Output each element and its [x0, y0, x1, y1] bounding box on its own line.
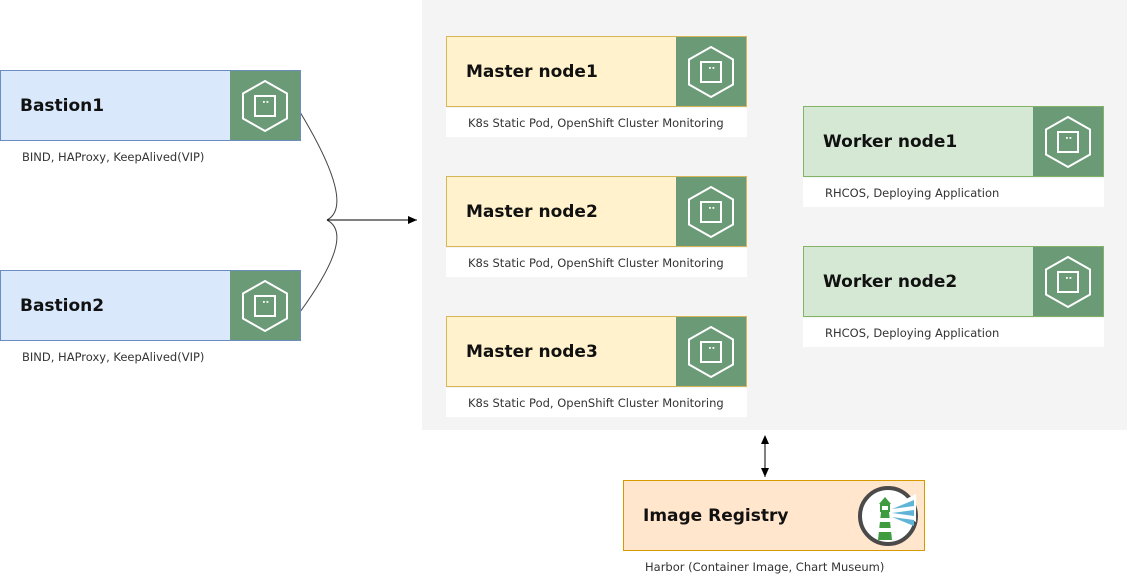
hexagon-node-icon [1045, 115, 1091, 168]
worker-node1-title: Worker node1 [823, 131, 958, 152]
image-registry-node[interactable]: Image Registry [623, 480, 925, 551]
master-node1[interactable]: Master node1 [446, 36, 747, 107]
hexagon-node-icon [688, 185, 734, 238]
master-node2-icon-box [676, 177, 746, 246]
master-node3[interactable]: Master node3 [446, 316, 747, 387]
image-registry-caption: Harbor (Container Image, Chart Museum) [623, 552, 925, 581]
bastion2-curve [299, 219, 338, 313]
master-node2-caption: K8s Static Pod, OpenShift Cluster Monito… [446, 248, 747, 277]
master-node1-title: Master node1 [466, 61, 598, 82]
bastion2-caption: BIND, HAProxy, KeepAlived(VIP) [22, 350, 205, 364]
master-node3-icon-box [676, 317, 746, 386]
hexagon-node-icon [688, 45, 734, 98]
bastion2-title: Bastion2 [20, 295, 105, 316]
worker-node1[interactable]: Worker node1 [803, 106, 1104, 177]
bastion2-icon-box [230, 271, 300, 340]
bastion2-node[interactable]: Bastion2 [0, 270, 301, 341]
worker-node2-title: Worker node2 [823, 271, 958, 292]
master-node2-title: Master node2 [466, 201, 598, 222]
master-node2[interactable]: Master node2 [446, 176, 747, 247]
worker-node1-caption: RHCOS, Deploying Application [803, 178, 1104, 207]
hexagon-node-icon [242, 79, 288, 132]
master-node1-caption: K8s Static Pod, OpenShift Cluster Monito… [446, 108, 747, 137]
bastion1-caption: BIND, HAProxy, KeepAlived(VIP) [22, 150, 205, 164]
bastion1-title: Bastion1 [20, 95, 105, 116]
harbor-lighthouse-icon [858, 486, 918, 546]
bastion1-curve [299, 111, 338, 221]
hexagon-node-icon [242, 279, 288, 332]
bastion1-icon-box [230, 71, 300, 140]
worker-node2[interactable]: Worker node2 [803, 246, 1104, 317]
image-registry-title: Image Registry [643, 505, 789, 526]
bastion1-node[interactable]: Bastion1 [0, 70, 301, 141]
hexagon-node-icon [1045, 255, 1091, 308]
worker-node1-icon-box [1033, 107, 1103, 176]
master-node3-title: Master node3 [466, 341, 598, 362]
hexagon-node-icon [688, 325, 734, 378]
master-node1-icon-box [676, 37, 746, 106]
master-node3-caption: K8s Static Pod, OpenShift Cluster Monito… [446, 388, 747, 417]
worker-node2-icon-box [1033, 247, 1103, 316]
worker-node2-caption: RHCOS, Deploying Application [803, 318, 1104, 347]
